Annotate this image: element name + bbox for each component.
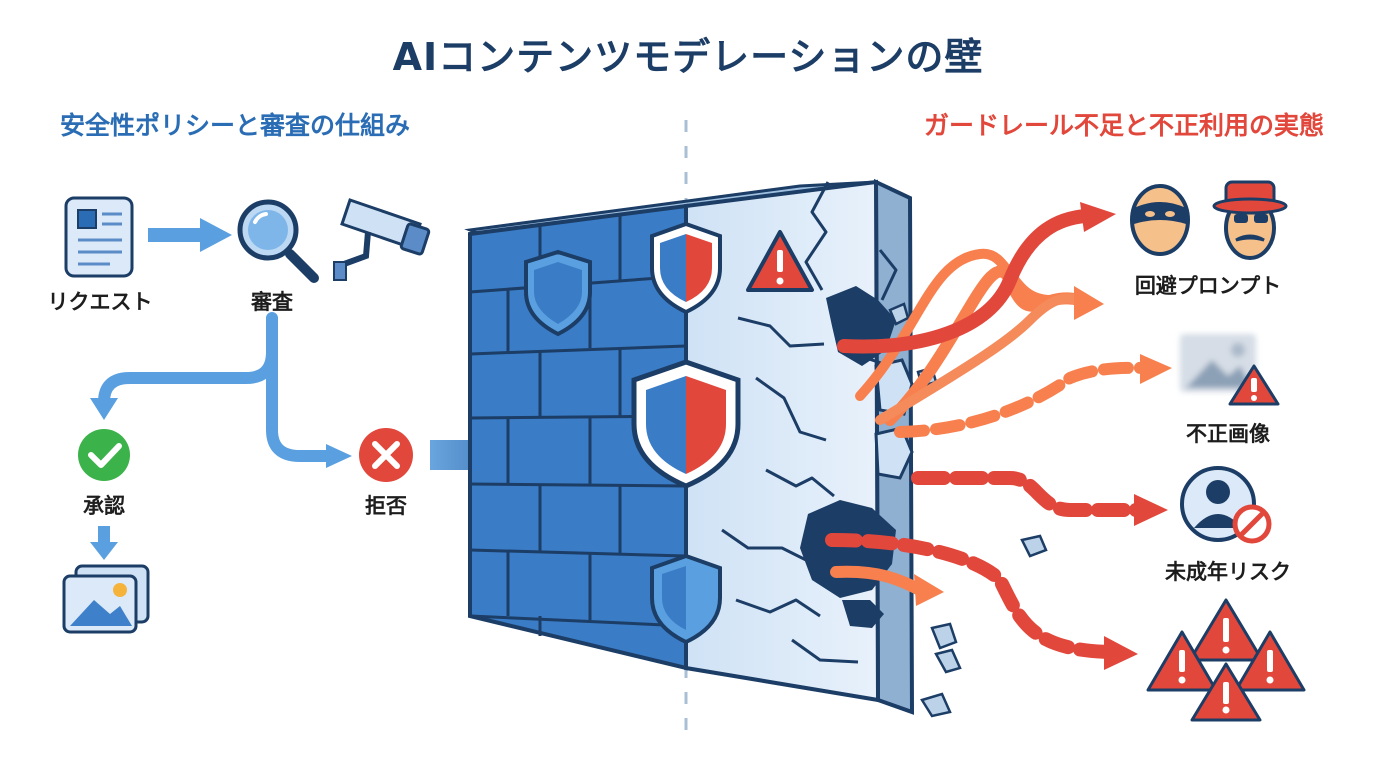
reject-label: 拒否	[365, 494, 407, 518]
evasion-prompt-label: 回避プロンプト	[1134, 274, 1282, 298]
document-icon	[64, 196, 134, 278]
masked-face-icon	[1130, 184, 1190, 256]
request-label: リクエスト	[47, 290, 153, 314]
blurred-image-icon	[1180, 334, 1280, 406]
warning-cluster-marks	[1178, 618, 1274, 714]
approve-label: 承認	[83, 494, 125, 518]
approve-check-icon	[78, 429, 130, 481]
minor-user-icon	[1180, 466, 1272, 544]
shield-icon	[650, 221, 722, 315]
shield-icon	[631, 359, 741, 489]
left-subtitle: 安全性ポリシーと審査の仕組み	[60, 111, 411, 140]
review-branch-lines	[98, 312, 336, 462]
illegal-image-label: 不正画像	[1186, 422, 1270, 446]
right-subtitle: ガードレール不足と不正利用の実態	[923, 111, 1324, 140]
hat-villain-icon	[1212, 180, 1288, 260]
arrow-to-approve	[90, 398, 118, 420]
arrow-approve-to-image	[90, 526, 118, 560]
shield-icon	[524, 249, 592, 337]
page-title: AIコンテンツモデレーションの壁	[392, 35, 984, 79]
arrow-head	[1134, 494, 1168, 526]
arrow-head	[1074, 286, 1104, 320]
arrow-head	[1080, 202, 1116, 232]
image-icon	[62, 564, 150, 634]
minor-risk-label: 未成年リスク	[1165, 560, 1291, 584]
shield-icon	[650, 553, 722, 645]
camera-icon	[333, 198, 431, 281]
arrow-head	[914, 574, 944, 606]
wall	[464, 178, 915, 715]
arrow-head	[1140, 354, 1172, 384]
attack-arrows	[825, 209, 1156, 659]
arrow-request-to-review	[148, 218, 232, 252]
magnifier-icon	[237, 199, 319, 283]
review-label: 審査	[251, 290, 293, 314]
cracks	[721, 181, 898, 664]
reject-x-icon	[359, 428, 413, 482]
arrow-head	[1104, 636, 1138, 670]
arrow-to-reject	[326, 444, 352, 468]
wall-hole	[842, 600, 884, 628]
warning-icon	[746, 230, 814, 292]
